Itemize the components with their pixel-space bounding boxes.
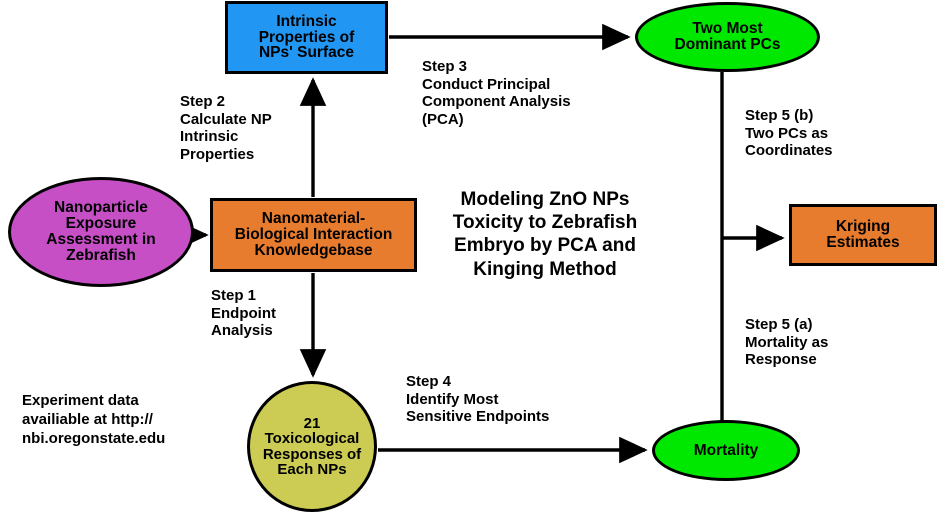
node-mortality-label: Mortality xyxy=(693,441,759,459)
step-1-label: Step 1 Endpoint Analysis xyxy=(211,287,276,340)
step-4-label: Step 4 Identify Most Sensitive Endpoints xyxy=(406,373,550,426)
node-toxicological-responses-label: 21 Toxicological Responses of Each NPs xyxy=(262,414,362,478)
node-nbi-knowledgebase-label: Nanomaterial- Biological Interaction Kno… xyxy=(234,210,393,259)
node-nanoparticle-exposure-assessment-label: Nanoparticle Exposure Assessment in Zebr… xyxy=(46,199,156,264)
node-intrinsic-properties-label: Intrinsic Properties of NPs' Surface xyxy=(258,12,355,62)
step-5b-label: Step 5 (b) Two PCs as Coordinates xyxy=(745,107,833,160)
node-two-most-dominant-pcs[interactable]: Two Most Dominant PCs xyxy=(635,2,820,72)
step-3-label: Step 3 Conduct Principal Component Analy… xyxy=(422,58,571,129)
step-5a-label: Step 5 (a) Mortality as Response xyxy=(745,316,829,369)
node-nanoparticle-exposure-assessment[interactable]: Nanoparticle Exposure Assessment in Zebr… xyxy=(8,177,194,287)
diagram-title: Modeling ZnO NPs Toxicity to Zebrafish E… xyxy=(452,189,638,280)
step-2-label: Step 2 Calculate NP Intrinsic Properties xyxy=(180,93,272,164)
node-two-most-dominant-pcs-label: Two Most Dominant PCs xyxy=(674,20,781,53)
experiment-data-footnote: Experiment data availiable at http:// nb… xyxy=(22,392,166,447)
node-mortality[interactable]: Mortality xyxy=(652,420,800,481)
node-kriging-estimates[interactable]: Kriging Estimates xyxy=(789,204,937,266)
node-toxicological-responses[interactable]: 21 Toxicological Responses of Each NPs xyxy=(247,381,377,512)
node-intrinsic-properties[interactable]: Intrinsic Properties of NPs' Surface xyxy=(225,1,388,74)
node-nbi-knowledgebase[interactable]: Nanomaterial- Biological Interaction Kno… xyxy=(210,198,417,272)
node-kriging-estimates-label: Kriging Estimates xyxy=(826,218,900,251)
